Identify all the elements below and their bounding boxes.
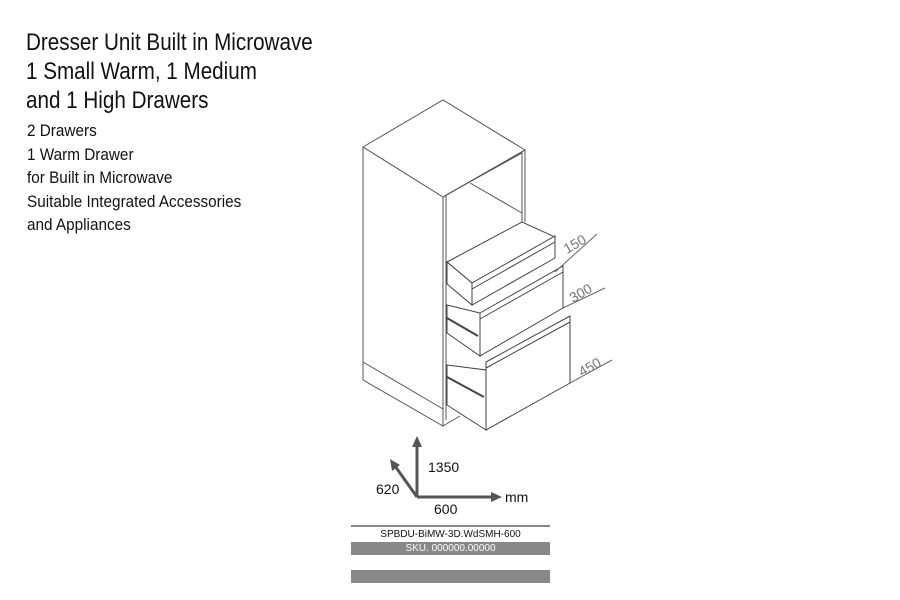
- axis-arrows: [390, 436, 502, 502]
- drawer-height-300: 300: [567, 280, 595, 306]
- feature-list: 2 Drawers 1 Warm Drawer for Built in Mic…: [27, 119, 241, 237]
- feature-item: Suitable Integrated Accessories: [27, 191, 242, 211]
- title-line: 1 Small Warm, 1 Medium: [26, 58, 257, 85]
- title-line: Dresser Unit Built in Microwave: [26, 29, 313, 56]
- drawer-height-450: 450: [576, 354, 604, 380]
- dimension-lines: [554, 233, 613, 384]
- feature-item: 1 Warm Drawer: [27, 144, 134, 164]
- divider: [351, 525, 550, 527]
- feature-item: 2 Drawers: [27, 121, 97, 140]
- depth-arrow: [393, 465, 419, 498]
- cabinet-outline: [362, 99, 526, 427]
- depth-label: 620: [376, 481, 400, 497]
- sku-bar: SKU. 000000.00000: [351, 542, 550, 555]
- feature-item: for Built in Microwave: [27, 168, 173, 188]
- drawers: [446, 221, 571, 431]
- footer-bar: [351, 570, 550, 583]
- unit-label: mm: [505, 489, 528, 505]
- height-label: 1350: [428, 459, 459, 475]
- title-line: and 1 High Drawers: [26, 87, 209, 114]
- width-label: 600: [434, 501, 458, 517]
- product-code: SPBDU-BiMW-3D.WdSMH-600: [380, 529, 521, 540]
- drawer-height-150: 150: [561, 231, 589, 257]
- feature-item: and Appliances: [27, 215, 131, 235]
- product-title: Dresser Unit Built in Microwave 1 Small …: [26, 28, 313, 115]
